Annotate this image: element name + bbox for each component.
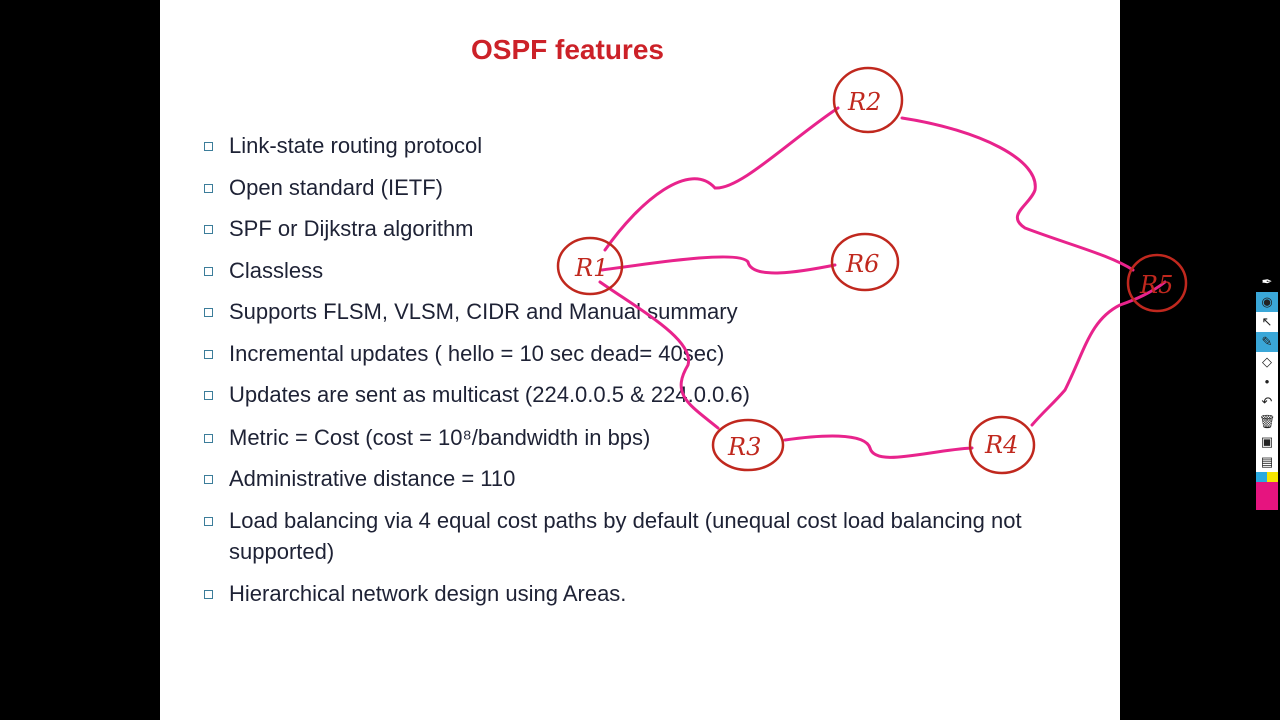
highlighter-icon[interactable]: ✎ <box>1256 332 1278 352</box>
router-circle-r6 <box>830 232 900 292</box>
bullet-item: Updates are sent as multicast (224.0.0.5… <box>204 379 1059 410</box>
router-label: R4 <box>984 431 1018 459</box>
slide: OSPF features Link-state routing protoco… <box>160 0 1120 720</box>
bullet-item: Open standard (IETF) <box>204 172 1059 203</box>
bullet-item: SPF or Dijkstra algorithm <box>204 213 1059 244</box>
bullet-square-icon <box>204 308 213 317</box>
undo-icon[interactable]: ↶ <box>1256 392 1278 412</box>
router-label: R6 <box>845 250 879 278</box>
router-label: R5 <box>1139 271 1173 299</box>
router-label: R2 <box>847 88 881 116</box>
bullet-item: Hierarchical network design using Areas. <box>204 578 1059 609</box>
bullet-square-icon <box>204 434 213 443</box>
router-circle-r5 <box>1126 253 1188 313</box>
link-r4-r5 <box>1030 280 1167 427</box>
bullet-square-icon <box>204 350 213 359</box>
annotation-toolbar: ✒ ◉↖✎◇•↶🗑▣▤ <box>1256 272 1278 532</box>
bullet-text: Load balancing via 4 equal cost paths by… <box>229 508 1022 564</box>
bullet-square-icon <box>204 142 213 151</box>
bullet-item: Classless <box>204 255 1059 286</box>
bullet-item: Administrative distance = 110 <box>204 463 1059 494</box>
link-r3-r4 <box>783 434 974 459</box>
link-r1-r3 <box>598 280 720 430</box>
bullet-square-icon <box>204 184 213 193</box>
bullet-text: Metric = Cost (cost = 10⁸/bandwidth in b… <box>229 425 651 450</box>
link-r2-r5 <box>900 116 1135 272</box>
router-circle-r1 <box>556 236 624 296</box>
bullet-square-icon <box>204 517 213 526</box>
router-label: R1 <box>574 254 608 282</box>
camera-icon[interactable]: ▣ <box>1256 432 1278 452</box>
color-palette[interactable] <box>1256 472 1278 510</box>
router-circle-r4 <box>968 415 1036 475</box>
bullet-square-icon <box>204 475 213 484</box>
bullet-square-icon <box>204 590 213 599</box>
bullet-text: Updates are sent as multicast (224.0.0.5… <box>229 382 750 407</box>
bullet-text: Classless <box>229 258 324 283</box>
eraser-icon[interactable]: ◇ <box>1256 352 1278 372</box>
bullet-text: Incremental updates ( hello = 10 sec dea… <box>229 341 725 366</box>
link-r1-r2 <box>603 106 840 252</box>
bullet-text: Link-state routing protocol <box>229 133 483 158</box>
bullet-text: Open standard (IETF) <box>229 175 443 200</box>
eye-icon[interactable]: ◉ <box>1256 292 1278 312</box>
pointer-icon[interactable]: ↖ <box>1256 312 1278 332</box>
bullet-text: Hierarchical network design using Areas. <box>229 581 627 606</box>
bullet-square-icon <box>204 267 213 276</box>
trash-icon[interactable]: 🗑 <box>1256 412 1278 432</box>
dot-icon[interactable]: • <box>1256 372 1278 392</box>
router-circle-r2 <box>832 66 904 134</box>
bullet-text: Administrative distance = 110 <box>229 466 516 491</box>
bullet-item: Incremental updates ( hello = 10 sec dea… <box>204 338 1059 369</box>
clipboard-icon[interactable]: ▤ <box>1256 452 1278 472</box>
bullet-item: Link-state routing protocol <box>204 130 1059 161</box>
router-circle-r3 <box>711 418 785 472</box>
bullet-text: SPF or Dijkstra algorithm <box>229 216 474 241</box>
bullet-square-icon <box>204 391 213 400</box>
pen-icon[interactable]: ✒ <box>1261 274 1273 289</box>
link-r1-r6 <box>600 255 837 275</box>
slide-title: OSPF features <box>471 34 664 65</box>
bullet-item: Load balancing via 4 equal cost paths by… <box>204 505 1059 567</box>
bullet-square-icon <box>204 225 213 234</box>
router-label: R3 <box>727 433 761 461</box>
bullet-item: Metric = Cost (cost = 10⁸/bandwidth in b… <box>204 422 1059 453</box>
